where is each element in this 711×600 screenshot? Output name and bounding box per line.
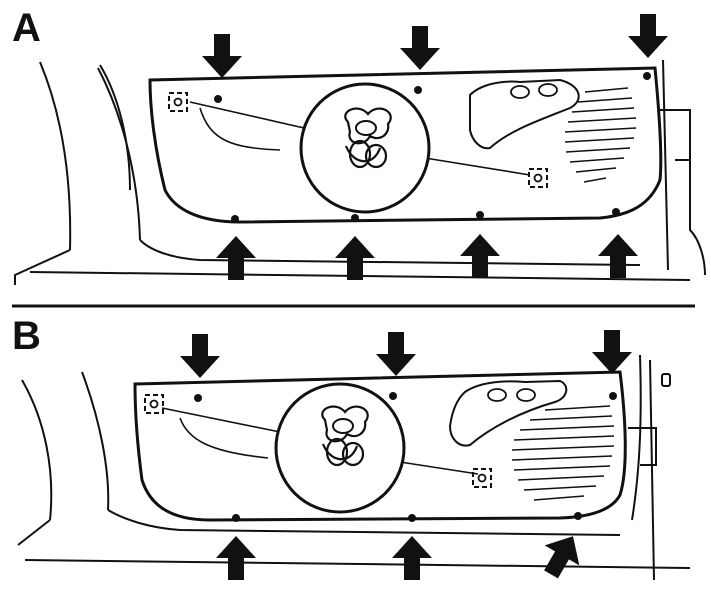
panel-b-body-outline [17, 354, 691, 581]
panel-b-label: B [12, 314, 41, 358]
square-clip-icon [528, 168, 548, 188]
bold-arrow-icon [335, 236, 375, 280]
bold-arrow-icon [598, 234, 638, 278]
bold-arrow-icon [628, 14, 668, 58]
panel-a-drawing [14, 14, 706, 285]
panel-a-speaker-grille [564, 87, 637, 183]
bold-arrow-icon [376, 332, 416, 376]
bold-arrow-icon [202, 34, 242, 78]
panel-a-screw-holes [214, 72, 651, 223]
panel-a-clip-callout [189, 82, 531, 214]
bold-arrow-icon [392, 536, 432, 580]
panel-a-door-trim [148, 66, 663, 224]
panel-b-drawing [17, 330, 691, 585]
bold-arrow-icon [216, 536, 256, 580]
bold-arrow-icon [460, 234, 500, 278]
panel-b-clip-callout [161, 382, 479, 514]
square-clip-icon [168, 92, 188, 112]
square-clip-icon [144, 394, 164, 414]
panel-b-speaker-grille [511, 405, 615, 501]
panel-a-label: A [12, 6, 41, 50]
panel-b-screw-holes [194, 392, 617, 522]
panel-b-door-trim [133, 370, 627, 522]
bold-arrow-icon [592, 330, 632, 374]
bold-arrow-icon [180, 334, 220, 378]
bold-arrow-icon [400, 26, 440, 70]
square-clip-icon [472, 468, 492, 488]
